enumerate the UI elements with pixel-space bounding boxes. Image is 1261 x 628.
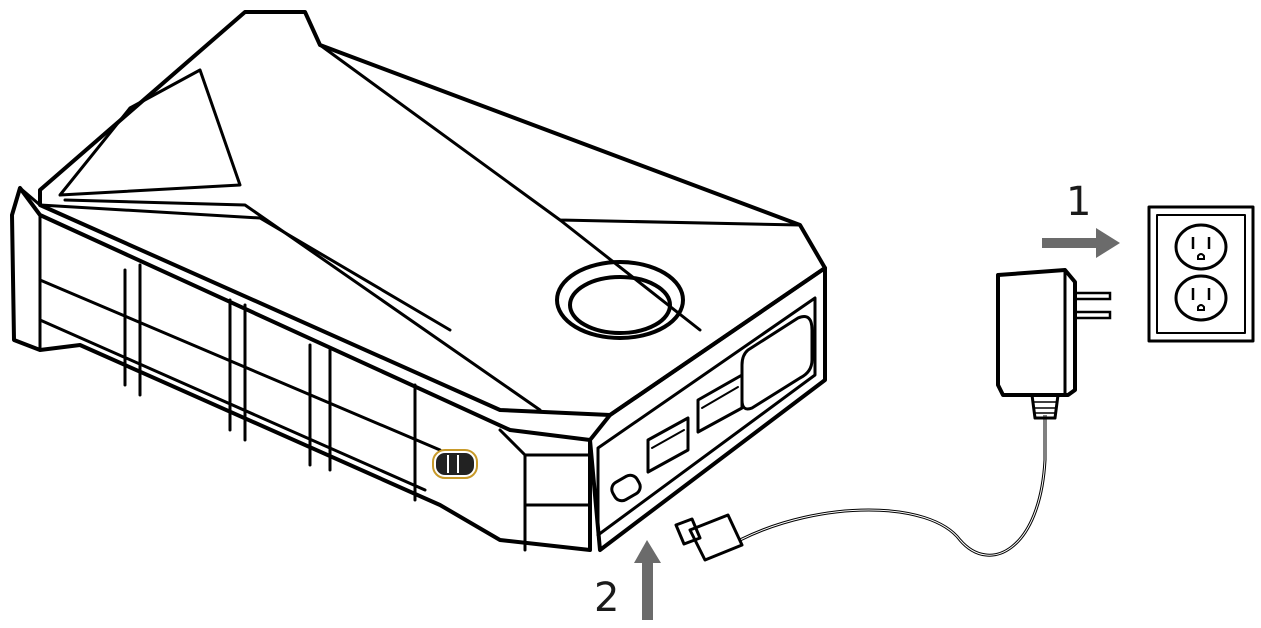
step-2-label: 2 — [594, 575, 620, 621]
cable-connector — [674, 513, 744, 562]
outlet-receptacle-bottom — [1174, 274, 1228, 322]
port-usb-c — [610, 473, 642, 503]
charging-cable — [674, 415, 1047, 562]
wall-adapter — [996, 268, 1112, 420]
power-bank-device — [10, 10, 827, 552]
port-large-outlet — [740, 315, 814, 411]
step2-arrow-icon — [634, 540, 661, 620]
step1-arrow-icon — [1042, 228, 1120, 258]
port-usb-a-2 — [696, 373, 744, 434]
port-usb-a-1 — [646, 416, 690, 474]
wall-outlet — [1147, 205, 1255, 343]
side-switch — [432, 449, 478, 479]
outlet-receptacle-top — [1174, 223, 1228, 271]
step-1-label: 1 — [1066, 179, 1092, 225]
